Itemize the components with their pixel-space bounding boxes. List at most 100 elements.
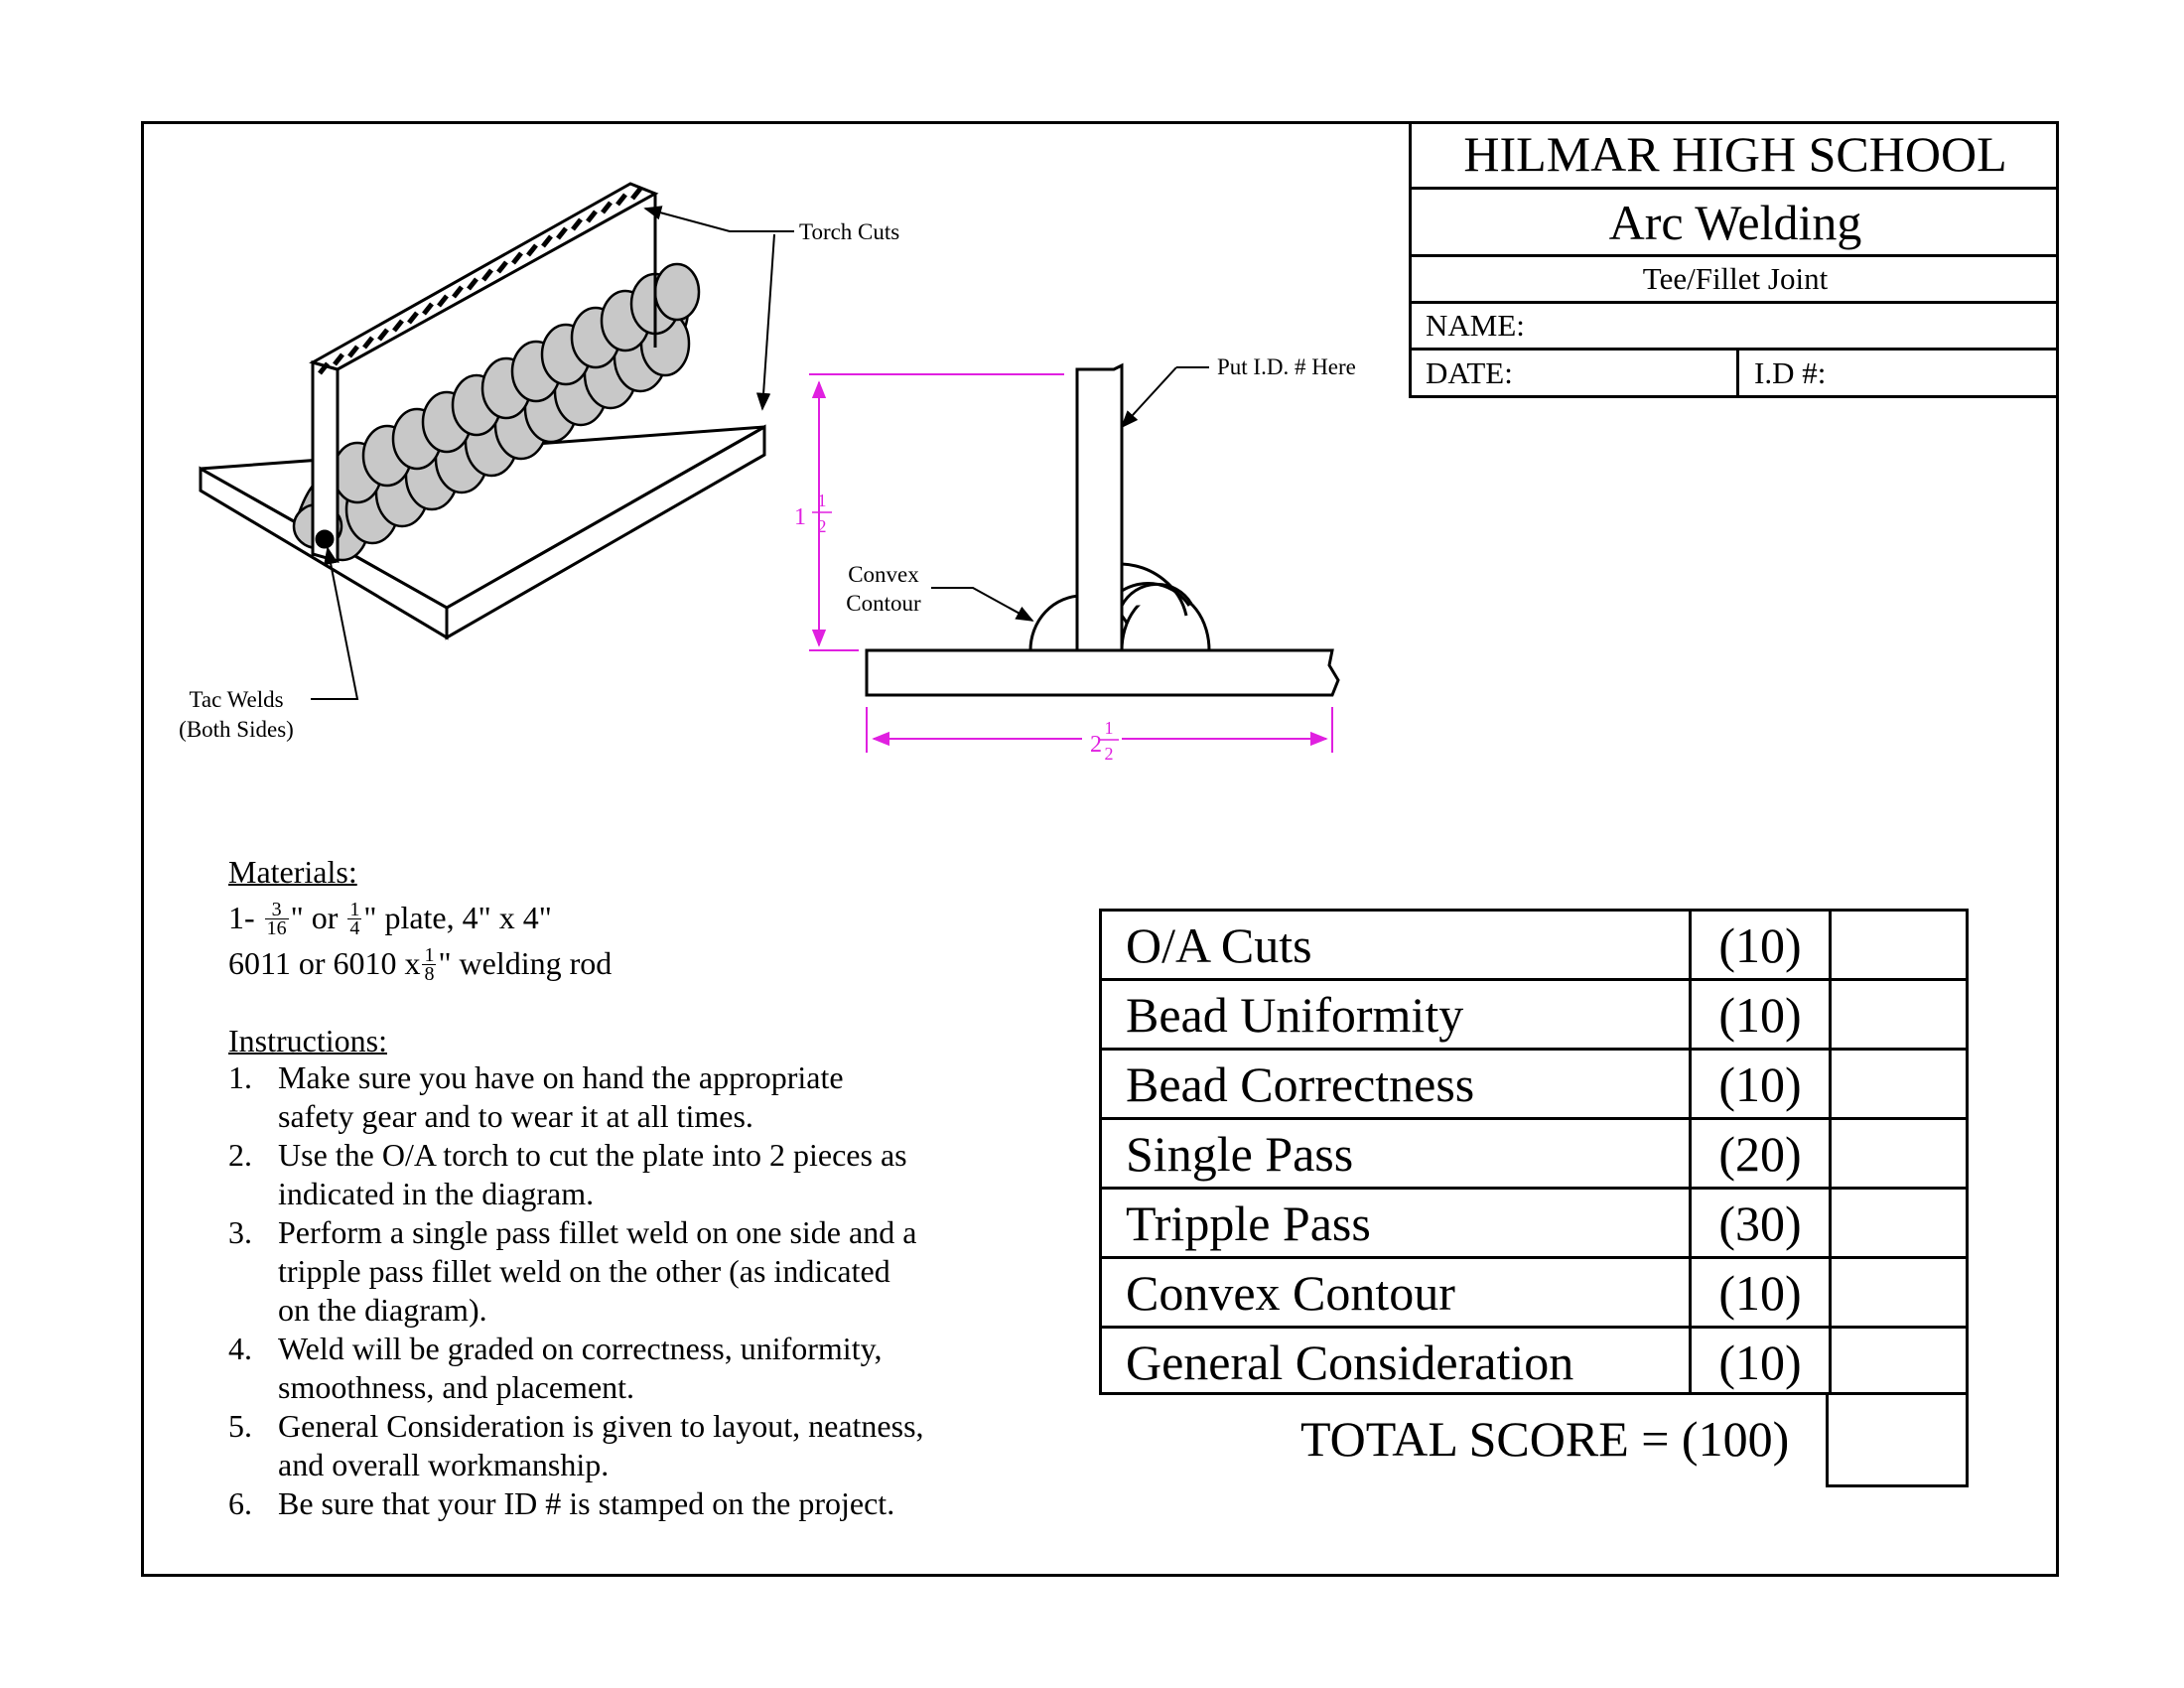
dimension-labels: 1 1 2 2 1 2: [794, 491, 1119, 764]
score-entry-box[interactable]: [1832, 1329, 1966, 1395]
score-criterion: Bead Uniformity: [1102, 981, 1692, 1048]
instruction-line: safety gear and to wear it at all times.: [278, 1098, 753, 1134]
score-entry-box[interactable]: [1832, 912, 1966, 978]
instruction-number: 4.: [228, 1331, 252, 1366]
materials-line1-prefix: 1-: [228, 900, 255, 935]
name-field[interactable]: NAME:: [1412, 304, 2059, 351]
instruction-line: Weld will be graded on correctness, unif…: [278, 1331, 883, 1366]
materials-line1-suffix: " plate, 4" x 4": [363, 900, 552, 935]
score-criterion: General Consideration: [1102, 1329, 1692, 1395]
dim-width-num: 1: [1105, 718, 1114, 738]
weld-bead-rows: [292, 262, 701, 562]
weld-diagram: Torch Cuts Tac Welds (Both Sides) Put I.…: [179, 182, 1356, 764]
instruction-number: 6.: [228, 1485, 252, 1521]
score-entry-box[interactable]: [1832, 1190, 1966, 1256]
instruction-number: 2.: [228, 1137, 252, 1173]
instruction-line: Use the O/A torch to cut the plate into …: [278, 1137, 907, 1173]
instruction-number: 3.: [228, 1214, 252, 1250]
score-row: General Consideration (10): [1102, 1329, 1966, 1395]
course-name: Arc Welding: [1412, 190, 2059, 257]
joint-type: Tee/Fillet Joint: [1412, 257, 2059, 304]
label-tac-welds: Tac Welds: [189, 687, 283, 712]
label-contour: Contour: [846, 591, 921, 616]
score-criterion: Single Pass: [1102, 1120, 1692, 1187]
dim-height-whole: 1: [794, 504, 806, 530]
dim-height-den: 2: [818, 516, 827, 536]
instruction-line: Make sure you have on hand the appropria…: [278, 1059, 844, 1095]
instruction-line: General Consideration is given to layout…: [278, 1408, 924, 1444]
total-score-label: TOTAL SCORE = (100): [1300, 1411, 1790, 1467]
score-points: (20): [1692, 1120, 1832, 1187]
id-field-label: I.D #:: [1754, 354, 1827, 390]
score-points: (10): [1692, 1259, 1832, 1326]
instruction-line: tripple pass fillet weld on the other (a…: [278, 1253, 890, 1289]
date-field-label: DATE:: [1426, 354, 1513, 390]
materials-line1-mid: " or: [290, 900, 339, 935]
instruction-line: smoothness, and placement.: [278, 1369, 635, 1405]
frac-den: 16: [266, 917, 287, 940]
side-view-vertical-plate: [1075, 362, 1124, 652]
score-points: (30): [1692, 1190, 1832, 1256]
date-row: DATE: I.D #:: [1412, 351, 2059, 395]
label-tac-welds-sides: (Both Sides): [179, 717, 294, 742]
score-criterion: O/A Cuts: [1102, 912, 1692, 978]
score-row: O/A Cuts (10): [1102, 912, 1966, 981]
score-row: Convex Contour (10): [1102, 1259, 1966, 1329]
frac-num: 1: [422, 944, 437, 967]
score-criterion: Convex Contour: [1102, 1259, 1692, 1326]
instruction-number: 1.: [228, 1059, 252, 1095]
instruction-number: 5.: [228, 1408, 252, 1444]
score-points: (10): [1692, 1051, 1832, 1117]
instruction-line: Be sure that your ID # is stamped on the…: [278, 1485, 895, 1521]
instruction-line: Perform a single pass fillet weld on one…: [278, 1214, 917, 1250]
frac-den: 8: [424, 963, 435, 986]
frac-num: 1: [347, 899, 362, 921]
dim-width-den: 2: [1105, 744, 1114, 764]
score-points: (10): [1692, 981, 1832, 1048]
score-points: (10): [1692, 1329, 1832, 1395]
date-id-divider: [1736, 351, 1739, 395]
drawing-frame: [141, 121, 2059, 1577]
label-convex: Convex: [848, 562, 919, 587]
dim-height-num: 1: [818, 491, 827, 510]
school-name: HILMAR HIGH SCHOOL: [1412, 121, 2059, 190]
score-row: Bead Uniformity (10): [1102, 981, 1966, 1051]
label-put-id: Put I.D. # Here: [1217, 354, 1356, 379]
frac-num: 3: [264, 900, 289, 920]
instruction-line: on the diagram).: [278, 1292, 487, 1328]
torch-cut-marks: [318, 187, 642, 375]
score-entry-box[interactable]: [1832, 1259, 1966, 1326]
materials-line2-suffix: " welding rod: [438, 945, 613, 981]
score-entry-box[interactable]: [1832, 981, 1966, 1048]
score-row: Tripple Pass (30): [1102, 1190, 1966, 1259]
score-criterion: Tripple Pass: [1102, 1190, 1692, 1256]
score-entry-box[interactable]: [1832, 1051, 1966, 1117]
tac-weld-dot: [315, 529, 335, 549]
score-criterion: Bead Correctness: [1102, 1051, 1692, 1117]
instruction-line: and overall workmanship.: [278, 1447, 610, 1482]
name-label: NAME:: [1426, 308, 1525, 343]
score-table: O/A Cuts (10) Bead Uniformity (10) Bead …: [1099, 909, 1969, 1395]
instruction-line: indicated in the diagram.: [278, 1176, 595, 1211]
side-view: [865, 362, 1340, 697]
total-score-box[interactable]: [1826, 1392, 1969, 1487]
side-view-base-plate: [865, 648, 1340, 697]
materials-heading: Materials:: [228, 854, 357, 890]
dim-width-whole: 2: [1090, 732, 1102, 758]
score-points: (10): [1692, 912, 1832, 978]
dimension-lines: [809, 373, 1333, 753]
title-block: HILMAR HIGH SCHOOL Arc Welding Tee/Fille…: [1409, 121, 2059, 398]
frac-den: 4: [349, 917, 360, 940]
score-row: Single Pass (20): [1102, 1120, 1966, 1190]
materials-line2-prefix: 6011 or 6010 x: [228, 945, 421, 981]
isometric-view: [199, 182, 766, 640]
instructions-heading: Instructions:: [228, 1023, 387, 1058]
instructions-list: 1. Make sure you have on hand the approp…: [228, 1058, 1023, 1535]
score-entry-box[interactable]: [1832, 1120, 1966, 1187]
score-row: Bead Correctness (10): [1102, 1051, 1966, 1120]
